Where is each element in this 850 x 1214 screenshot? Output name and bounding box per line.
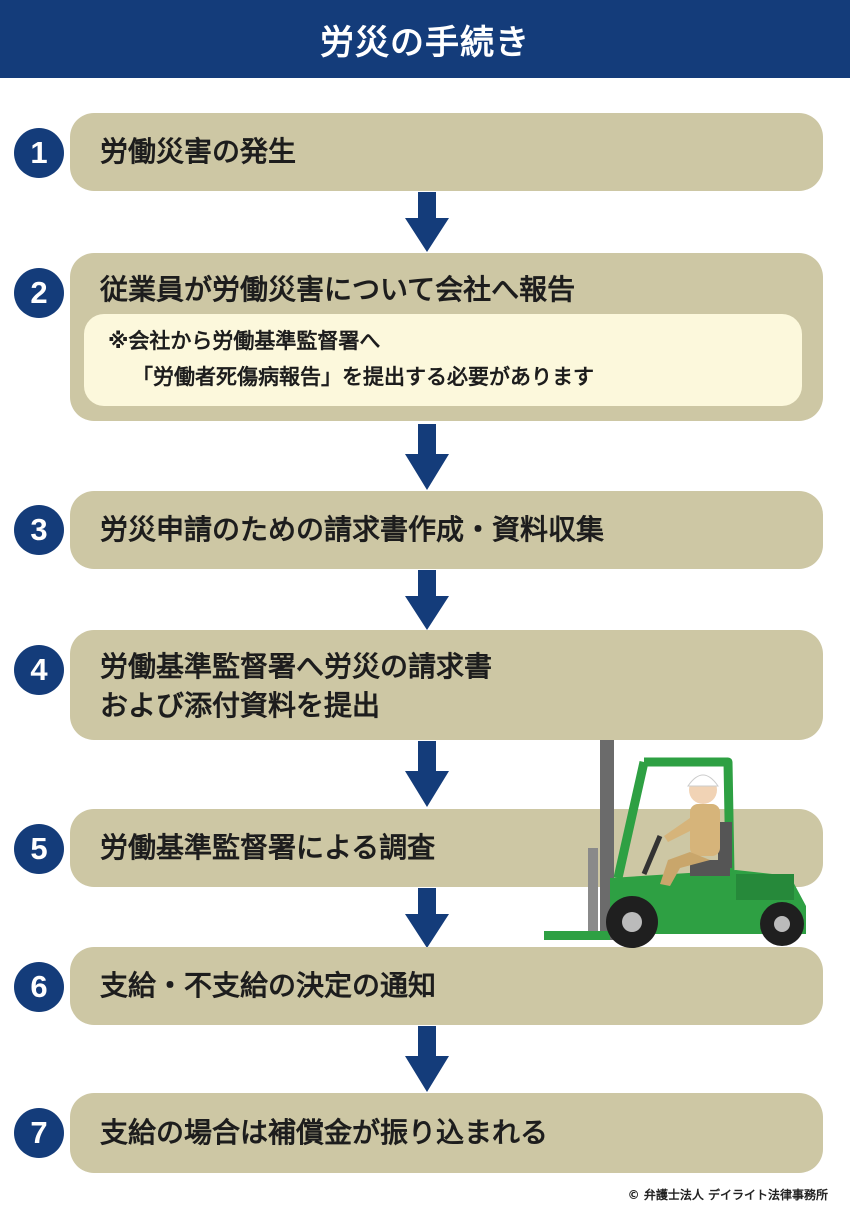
- forklift-illustration: [544, 740, 806, 948]
- copyright-text: © 弁護士法人 デイライト法律事務所: [627, 1188, 828, 1202]
- arrow-down-icon: [405, 888, 449, 948]
- note-line-2: 「労働者死傷病報告」を提出する必要があります: [132, 365, 594, 389]
- step-number-2: 2: [14, 268, 64, 318]
- header-bar: 労災の手続き: [0, 0, 850, 78]
- step-text-2: 従業員が労働災害について会社へ報告: [100, 273, 576, 306]
- arrow-down-icon: [405, 424, 449, 490]
- step-text-3: 労災申請のための請求書作成・資料収集: [100, 513, 605, 546]
- page-title: 労災の手続き: [320, 22, 530, 63]
- step-number-4: 4: [14, 645, 64, 695]
- step-text-1: 労働災害の発生: [100, 135, 297, 168]
- note-line-1: ※会社から労働基準監督署へ: [108, 329, 381, 353]
- step-box-3: 労災申請のための請求書作成・資料収集: [70, 491, 823, 569]
- note-box: ※会社から労働基準監督署へ 「労働者死傷病報告」を提出する必要があります: [84, 314, 802, 406]
- step-number-7: 7: [14, 1108, 64, 1158]
- step-number-6: 6: [14, 962, 64, 1012]
- step-box-1: 労働災害の発生: [70, 113, 823, 191]
- step-box-4: 労働基準監督署へ労災の請求書 および添付資料を提出: [70, 630, 823, 740]
- arrow-down-icon: [405, 1026, 449, 1092]
- step-box-2: 従業員が労働災害について会社へ報告 ※会社から労働基準監督署へ 「労働者死傷病報…: [70, 253, 823, 421]
- step-number-3: 3: [14, 505, 64, 555]
- step-box-7: 支給の場合は補償金が振り込まれる: [70, 1093, 823, 1173]
- arrow-down-icon: [405, 570, 449, 630]
- step-box-6: 支給・不支給の決定の通知: [70, 947, 823, 1025]
- step-text-4b: および添付資料を提出: [100, 689, 381, 722]
- step-text-7: 支給の場合は補償金が振り込まれる: [100, 1116, 549, 1149]
- step-text-5: 労働基準監督署による調査: [100, 831, 436, 864]
- step-text-4a: 労働基準監督署へ労災の請求書: [100, 650, 493, 683]
- arrow-down-icon: [405, 192, 449, 252]
- step-number-5: 5: [14, 824, 64, 874]
- step-number-1: 1: [14, 128, 64, 178]
- step-text-6: 支給・不支給の決定の通知: [100, 969, 437, 1002]
- arrow-down-icon: [405, 741, 449, 807]
